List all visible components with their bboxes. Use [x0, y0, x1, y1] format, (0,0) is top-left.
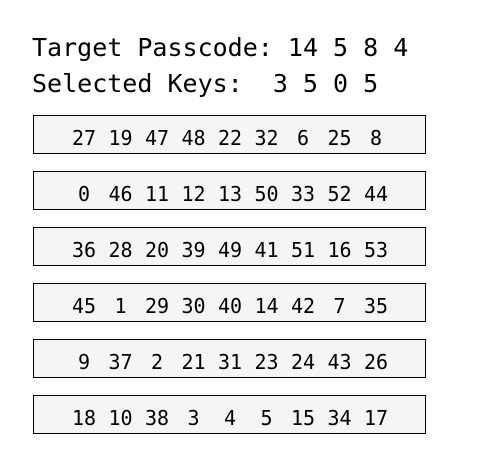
key-button[interactable]: 48 — [181, 126, 206, 150]
key-button[interactable]: 36 — [71, 238, 97, 262]
key-button[interactable]: 1 — [114, 294, 127, 318]
key-row: 27 19 47 48 22 32 6 25 8 — [33, 115, 426, 154]
key-button[interactable]: 12 — [181, 182, 206, 206]
key-button[interactable]: 2 — [150, 350, 164, 374]
key-button[interactable]: 52 — [327, 182, 352, 206]
key-row: 0 46 11 12 13 50 33 52 44 — [33, 171, 426, 210]
key-button[interactable]: 39 — [181, 238, 206, 262]
key-button[interactable]: 49 — [217, 238, 243, 262]
key-row: 9 37 2 21 31 23 24 43 26 — [33, 339, 426, 378]
target-passcode-line: Target Passcode: 14 5 8 4 — [32, 33, 408, 63]
key-button[interactable]: 30 — [181, 294, 206, 318]
key-button[interactable]: 45 — [71, 294, 97, 318]
key-button[interactable]: 23 — [254, 350, 279, 374]
key-button[interactable]: 5 — [260, 406, 273, 430]
key-button[interactable]: 38 — [144, 406, 170, 430]
key-button[interactable]: 43 — [327, 350, 352, 374]
key-button[interactable]: 53 — [363, 238, 389, 262]
selected-keys-label: Selected Keys: — [32, 69, 243, 98]
key-button[interactable]: 33 — [290, 182, 316, 206]
key-button[interactable]: 19 — [108, 126, 133, 150]
key-button[interactable]: 26 — [363, 350, 389, 374]
key-button[interactable]: 3 — [187, 406, 200, 430]
key-button[interactable]: 9 — [77, 350, 91, 374]
target-passcode-label: Target Passcode: — [32, 33, 273, 62]
key-button[interactable]: 21 — [181, 350, 206, 374]
key-button[interactable]: 35 — [363, 294, 389, 318]
key-button[interactable]: 11 — [144, 182, 170, 206]
key-button[interactable]: 10 — [108, 406, 133, 430]
key-button[interactable]: 46 — [108, 182, 133, 206]
key-button[interactable]: 41 — [254, 238, 279, 262]
key-button[interactable]: 31 — [217, 350, 243, 374]
key-button[interactable]: 8 — [369, 126, 383, 150]
key-button[interactable]: 18 — [71, 406, 97, 430]
key-button[interactable]: 29 — [144, 294, 170, 318]
key-button[interactable]: 7 — [333, 294, 346, 318]
key-button[interactable]: 0 — [77, 182, 91, 206]
selected-keys-value: 3 5 0 5 — [272, 69, 379, 98]
key-button[interactable]: 20 — [144, 238, 170, 262]
key-button[interactable]: 28 — [108, 238, 133, 262]
key-button[interactable]: 16 — [327, 238, 352, 262]
key-button[interactable]: 13 — [217, 182, 243, 206]
key-button[interactable]: 42 — [290, 294, 316, 318]
key-row: 45 1 29 30 40 14 42 7 35 — [33, 283, 426, 322]
key-button[interactable]: 15 — [290, 406, 316, 430]
selected-keys-line: Selected Keys: 3 5 0 5 — [32, 69, 378, 99]
key-button[interactable]: 32 — [254, 126, 279, 150]
key-row: 36 28 20 39 49 41 51 16 53 — [33, 227, 426, 266]
key-button[interactable]: 25 — [327, 126, 352, 150]
key-button[interactable]: 47 — [144, 126, 170, 150]
key-button[interactable]: 4 — [223, 406, 237, 430]
key-button[interactable]: 51 — [290, 238, 316, 262]
key-button[interactable]: 14 — [254, 294, 279, 318]
key-button[interactable]: 17 — [363, 406, 389, 430]
key-button[interactable]: 37 — [108, 350, 133, 374]
key-button[interactable]: 22 — [217, 126, 243, 150]
key-button[interactable]: 27 — [71, 126, 97, 150]
key-button[interactable]: 24 — [290, 350, 316, 374]
key-button[interactable]: 50 — [254, 182, 279, 206]
key-button[interactable]: 44 — [363, 182, 389, 206]
target-passcode-value: 14 5 8 4 — [287, 33, 409, 62]
key-button[interactable]: 40 — [217, 294, 243, 318]
key-button[interactable]: 34 — [327, 406, 352, 430]
key-button[interactable]: 6 — [296, 126, 310, 150]
